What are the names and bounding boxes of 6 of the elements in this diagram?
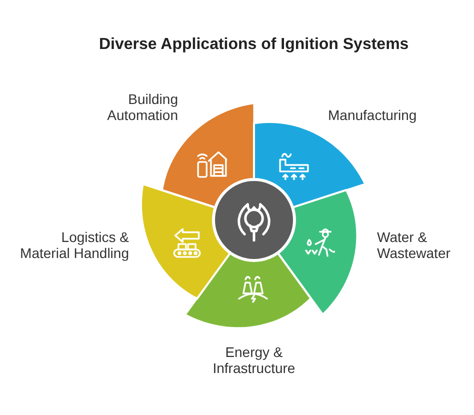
segment-label: Building Automation bbox=[106, 91, 178, 123]
diagram-title: Diverse Applications of Ignition Systems bbox=[99, 36, 409, 54]
segment-label: Energy & Infrastructure bbox=[212, 344, 296, 376]
segment-label: Water & Wastewater bbox=[377, 228, 452, 261]
segment-label: Logistics & Material Handling bbox=[19, 228, 129, 261]
segment-label: Manufacturing bbox=[328, 107, 418, 123]
